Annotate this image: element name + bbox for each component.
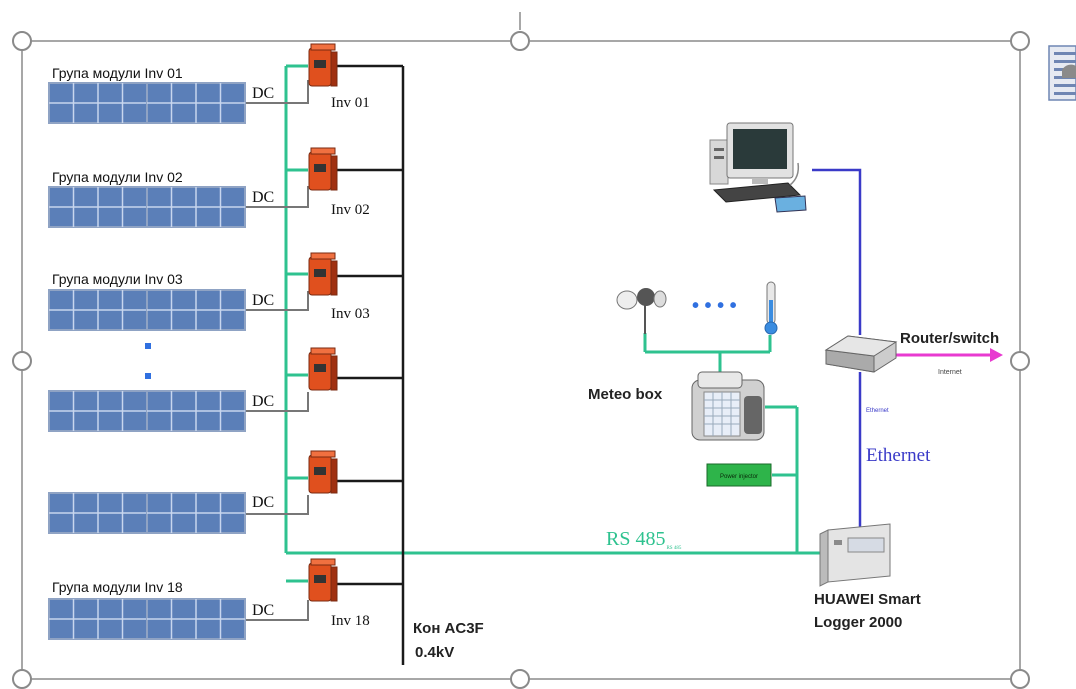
selection-frame [12,12,1030,689]
power-injector-label: Power injector [720,474,758,480]
resize-handle-bottom-left[interactable] [12,669,32,689]
module-group-4: DC [48,347,338,432]
solar-panel [146,390,246,432]
meteo-box-label: Meteo box [588,386,663,403]
router-switch-icon [824,335,898,373]
smart-logger-icon [819,523,891,587]
solar-panel [146,598,246,640]
resize-handle-bottom-middle[interactable] [510,669,530,689]
solar-panel [146,82,246,124]
inverter-label: Inv 02 [331,202,370,218]
resize-handle-top-left[interactable] [12,31,32,51]
ellipsis-dots [145,343,151,379]
dc-label: DC [252,602,274,619]
meteo-sensor-dots: • • • • [692,295,737,317]
ethernet-link [812,168,862,528]
solar-panel [146,289,246,331]
smart-logger-label-line2: Logger 2000 [814,614,902,631]
smart-logger-label-line1: HUAWEI Smart [814,591,921,608]
power-injector: Power injector [706,463,772,487]
resize-handle-top-right[interactable] [1010,31,1030,51]
ethernet-small-label: Ethernet [866,408,889,414]
dc-label: DC [252,189,274,206]
module-group-2: Група модули Inv 02 DC Inv 02 [48,147,370,228]
internet-arrow [896,348,1003,362]
inverter-label: Inv 03 [331,306,370,322]
solar-panel [146,492,246,534]
meteo-box-icon [691,371,765,441]
resize-handle-middle-right[interactable] [1010,351,1030,371]
inverter-icon [308,450,338,494]
ac-bus-label-line1: Кон AC3F [413,620,484,637]
solar-panel [48,289,148,331]
module-group-label: Група модули Inv 01 [52,65,183,81]
inverter-icon [308,558,338,602]
rotate-handle-top[interactable] [510,31,530,51]
module-group-3: Група модули Inv 03 DC Inv 03 [48,252,370,331]
internet-label: Internet [938,369,962,376]
ac-bus-label-line2: 0.4kV [415,644,454,661]
dc-label: DC [252,393,274,410]
inverter-icon [308,43,338,87]
ethernet-label: Ethernet [866,445,931,466]
ac-bus [335,64,405,665]
solar-panel [48,186,148,228]
inverter-icon [308,347,338,391]
inverter-icon [308,252,338,296]
solar-panel [48,492,148,534]
module-group-label: Група модули Inv 18 [52,579,183,595]
solar-panel [146,186,246,228]
module-group-5: DC [48,450,338,534]
module-group-label: Група модули Inv 03 [52,271,183,287]
dc-wires [243,80,309,621]
inverter-label: Inv 01 [331,95,370,111]
dc-label: DC [252,292,274,309]
thermometer-icon [764,281,778,335]
module-group-1: Група модули Inv 01 DC Inv 01 [48,43,370,124]
inverter-icon [308,147,338,191]
dc-label: DC [252,85,274,102]
module-group-6: Група модули Inv 18 DC Inv 18 [48,558,370,640]
layout-options-button[interactable] [1048,45,1076,101]
anemometer-icon [616,288,667,334]
resize-handle-bottom-right[interactable] [1010,669,1030,689]
module-group-label: Група модули Inv 02 [52,169,183,185]
solar-panel [48,82,148,124]
solar-panel [48,390,148,432]
rs485-label: RS 485RS 485 [606,528,682,551]
resize-handle-middle-left[interactable] [12,351,32,371]
dc-label: DC [252,494,274,511]
router-switch-label: Router/switch [900,330,999,347]
solar-panel [48,598,148,640]
inverter-label: Inv 18 [331,613,370,629]
computer-icon [709,122,807,213]
